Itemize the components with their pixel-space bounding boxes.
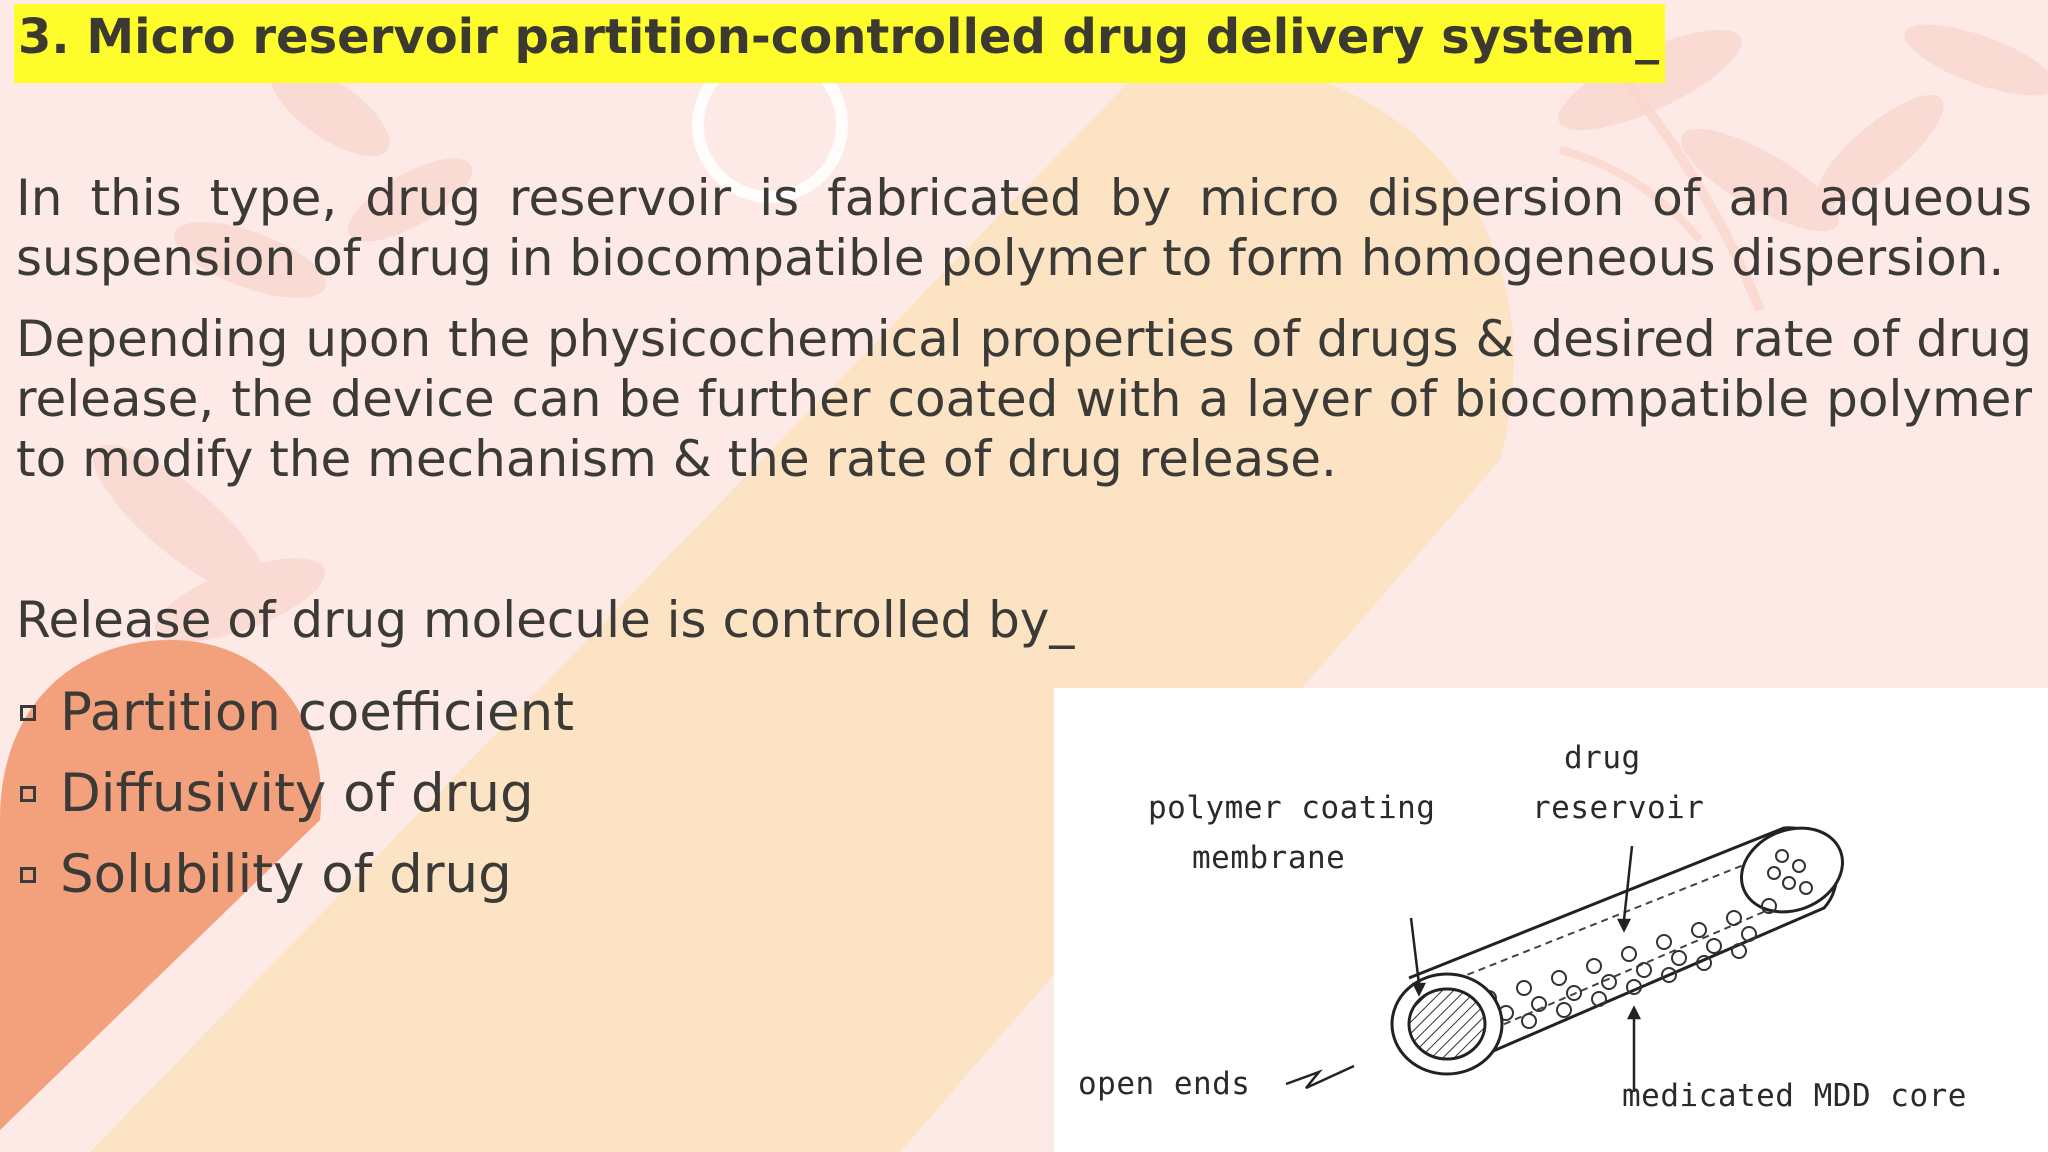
list-item: Solubility of drug: [16, 834, 574, 915]
list-item: Partition coefficient: [16, 672, 574, 753]
release-factors-list: Partition coefficient Diffusivity of dru…: [16, 672, 574, 915]
label-polymer-coating: polymer coating: [1148, 790, 1436, 826]
list-item-label: Solubility of drug: [60, 844, 512, 905]
title-highlight: 3. Micro reservoir partition-controlled …: [14, 4, 1666, 83]
label-reservoir: reservoir: [1532, 790, 1705, 826]
mdd-device-diagram: [1285, 826, 1844, 1092]
release-heading: Release of drug molecule is controlled b…: [16, 591, 1075, 649]
label-open-ends: open ends: [1078, 1066, 1251, 1102]
label-medicated-core: medicated MDD core: [1622, 1078, 1967, 1114]
list-item-label: Partition coefficient: [60, 682, 574, 743]
label-drug: drug: [1564, 740, 1641, 776]
paragraph-fabrication: In this type, drug reservoir is fabricat…: [16, 169, 2032, 287]
cylinder-open-end: [1390, 972, 1504, 1076]
cylinder-body: [1408, 826, 1844, 1070]
list-item: Diffusivity of drug: [16, 753, 574, 834]
leader-lines: [1285, 845, 1642, 1092]
list-item-label: Diffusivity of drug: [60, 763, 534, 824]
mdd-device-figure: drug reservoir polymer coating membrane …: [1054, 688, 2048, 1152]
label-membrane: membrane: [1192, 840, 1346, 876]
slide-title: 3. Micro reservoir partition-controlled …: [18, 9, 1660, 65]
paragraph-coating: Depending upon the physicochemical prope…: [16, 310, 2032, 488]
square-bullet-icon: [20, 866, 36, 883]
square-bullet-icon: [20, 785, 36, 802]
square-bullet-icon: [20, 704, 36, 721]
